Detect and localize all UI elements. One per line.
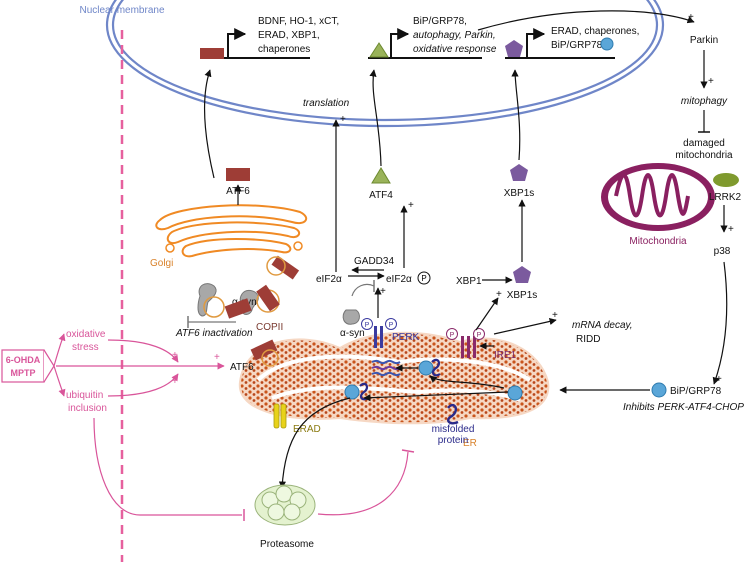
svg-text:+: + <box>688 12 694 23</box>
lrrk2-label: LRRK2 <box>709 192 742 203</box>
xbp1-pentagon-icon <box>505 40 523 57</box>
atf6-er-label: ATF6 <box>230 362 254 373</box>
xbp1-target-genes-1: ERAD, chaperones, <box>551 26 639 37</box>
inclusion-label: inclusion <box>68 403 107 414</box>
atf6-box-icon <box>226 168 250 181</box>
promoter-atf6 <box>200 28 310 59</box>
promoter-xbp1 <box>505 28 615 59</box>
bip-circle-icon <box>600 37 614 51</box>
proteasome-label: Proteasome <box>260 539 314 550</box>
copii-label: COPII <box>256 322 283 333</box>
xbp1-label: XBP1 <box>456 276 482 287</box>
p38-label: p38 <box>714 246 731 257</box>
bip-circle-icon <box>651 382 667 398</box>
stress-label: stress <box>72 342 99 353</box>
ridd-label: RIDD <box>576 334 600 345</box>
toxin-6ohda: 6-OHDA <box>6 355 41 365</box>
ire1-label: IRE1 <box>494 350 517 361</box>
svg-text:+: + <box>728 224 734 235</box>
bip-circle-icon <box>344 384 360 400</box>
lrrk2-icon <box>713 173 739 187</box>
xbp1s-top-label: XBP1s <box>504 188 535 199</box>
ire1-receptor: P P <box>446 328 485 358</box>
svg-text:+: + <box>496 289 502 300</box>
atf6-box-icon <box>200 48 224 59</box>
svg-text:+: + <box>716 374 722 385</box>
atf6-target-genes-2: ERAD, XBP1, <box>258 30 320 41</box>
toxin-mptp: MPTP <box>10 368 35 378</box>
parkin-label: Parkin <box>690 35 718 46</box>
xbp1-pentagon-icon <box>510 164 528 181</box>
svg-text:+: + <box>708 76 714 87</box>
mitochondrion-icon <box>601 163 715 231</box>
svg-text:+: + <box>408 200 414 211</box>
asyn-icon <box>342 309 360 325</box>
svg-text:+: + <box>214 352 220 363</box>
svg-text:+: + <box>380 286 386 297</box>
golgi-icon <box>155 204 308 258</box>
nuclear-envelope <box>105 0 665 128</box>
erad-label: ERAD <box>293 424 321 435</box>
bip-circle-icon <box>418 360 434 376</box>
eif2a-p-label: eIF2α <box>386 274 412 285</box>
svg-text:P: P <box>389 322 394 329</box>
er-label: ER <box>463 438 477 449</box>
eif2a-label: eIF2α <box>316 274 342 285</box>
golgi-label: Golgi <box>150 258 173 269</box>
svg-text:+: + <box>552 310 558 321</box>
toxin-box <box>1 349 55 383</box>
svg-text:P: P <box>421 274 426 283</box>
mitophagy-label: mitophagy <box>681 96 728 107</box>
ubiquitin-label: ubiquitin <box>66 390 103 401</box>
xbp1s-label: XBP1s <box>507 290 538 301</box>
svg-text:P: P <box>477 332 482 339</box>
mrna-decay-label: mRNA decay, <box>572 320 633 331</box>
perk-label: PERK <box>392 332 420 343</box>
asyn-perk-label: α-syn <box>340 328 365 339</box>
atf4-triangle-icon <box>369 42 389 58</box>
bip-label: BiP/GRP78 <box>670 386 722 397</box>
atf4-target-genes-1: BiP/GRP78, <box>413 16 467 27</box>
nuclear-membrane-label: Nuclear membrane <box>79 5 164 16</box>
atf4-triangle-icon <box>371 167 391 184</box>
mitochondria-label: Mitochondria <box>629 236 687 247</box>
proteasome-icon <box>254 484 316 526</box>
erad-channel <box>273 403 287 429</box>
misfolded-label: misfolded <box>432 424 475 435</box>
misfolded-protein-icon <box>447 403 459 425</box>
damaged-label: damaged <box>683 138 725 149</box>
protein-label: protein <box>438 435 469 446</box>
damaged-mitochondria-label: mitochondria <box>675 150 733 161</box>
inhibits-label: Inhibits PERK-ATF4-CHOP <box>623 402 744 413</box>
atf4-target-genes-3: oxidative response <box>413 44 497 55</box>
svg-text:+: + <box>340 114 346 125</box>
xbp1-pentagon-icon <box>513 266 531 283</box>
promoter-atf4 <box>368 28 482 59</box>
svg-text:+: + <box>172 376 178 387</box>
atf6-target-genes-1: BDNF, HO-1, xCT, <box>258 16 339 27</box>
svg-text:P: P <box>450 332 455 339</box>
bip-circle-icon <box>507 385 523 401</box>
perk-receptor: P P <box>361 318 397 348</box>
xbp1-target-genes-2: BiP/GRP78 <box>551 40 603 51</box>
atf4-label: ATF4 <box>369 190 393 201</box>
oxidative-label: oxidative <box>66 329 106 340</box>
atf4-target-genes-2: autophagy, Parkin, <box>413 30 496 41</box>
svg-text:+: + <box>172 350 178 361</box>
svg-text:P: P <box>365 322 370 329</box>
gadd34-label: GADD34 <box>354 256 394 267</box>
translation-label: translation <box>303 98 350 109</box>
atf6-target-genes-3: chaperones <box>258 44 310 55</box>
atf6-inactivation-label: ATF6 inactivation <box>175 328 253 339</box>
